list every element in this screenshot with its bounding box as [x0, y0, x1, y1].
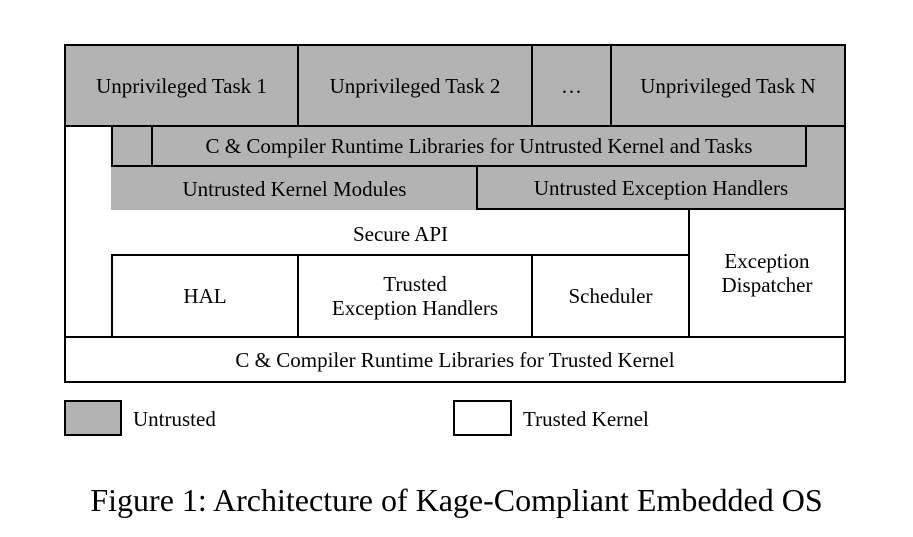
legend-trusted-swatch	[453, 400, 512, 436]
legend-trusted-label: Trusted Kernel	[523, 407, 649, 431]
task-n-label: Unprivileged Task N	[640, 73, 816, 98]
trusted-exception-handlers-label: Trusted Exception Handlers	[331, 272, 499, 320]
untrusted-libs-box: C & Compiler Runtime Libraries for Untru…	[151, 125, 807, 167]
figure-caption: Figure 1: Architecture of Kage-Compliant…	[90, 482, 823, 518]
untrusted-exception-handlers-box: Untrusted Exception Handlers	[478, 167, 844, 208]
legend-untrusted-swatch	[64, 400, 122, 436]
untrusted-libs-label: C & Compiler Runtime Libraries for Untru…	[205, 134, 753, 158]
task-2-label: Unprivileged Task 2	[329, 73, 501, 98]
untrusted-divider	[476, 165, 478, 210]
task-1-box: Unprivileged Task 1	[64, 44, 299, 127]
trusted-libs-box: C & Compiler Runtime Libraries for Trust…	[64, 336, 846, 383]
trusted-exception-handlers-box: Trusted Exception Handlers	[297, 254, 533, 338]
task-2-box: Unprivileged Task 2	[297, 44, 533, 127]
scheduler-box: Scheduler	[531, 254, 690, 338]
trusted-libs-label: C & Compiler Runtime Libraries for Trust…	[235, 347, 675, 372]
task-ellipsis-label: …	[561, 73, 582, 98]
task-n-box: Unprivileged Task N	[610, 44, 846, 127]
hal-label: HAL	[183, 284, 227, 308]
untrusted-exception-handlers-label: Untrusted Exception Handlers	[533, 175, 789, 200]
hal-box: HAL	[111, 254, 299, 338]
task-ellipsis-box: …	[531, 44, 612, 127]
exception-dispatcher-box: Exception Dispatcher	[688, 208, 846, 338]
untrusted-kernel-modules-box: Untrusted Kernel Modules	[111, 165, 480, 210]
task-1-label: Unprivileged Task 1	[96, 73, 267, 98]
untrusted-kernel-modules-label: Untrusted Kernel Modules	[182, 176, 407, 201]
exception-dispatcher-label: Exception Dispatcher	[721, 249, 813, 297]
scheduler-label: Scheduler	[568, 284, 653, 308]
legend-untrusted-label: Untrusted	[133, 407, 216, 431]
secure-api-label: Secure API	[352, 222, 449, 246]
